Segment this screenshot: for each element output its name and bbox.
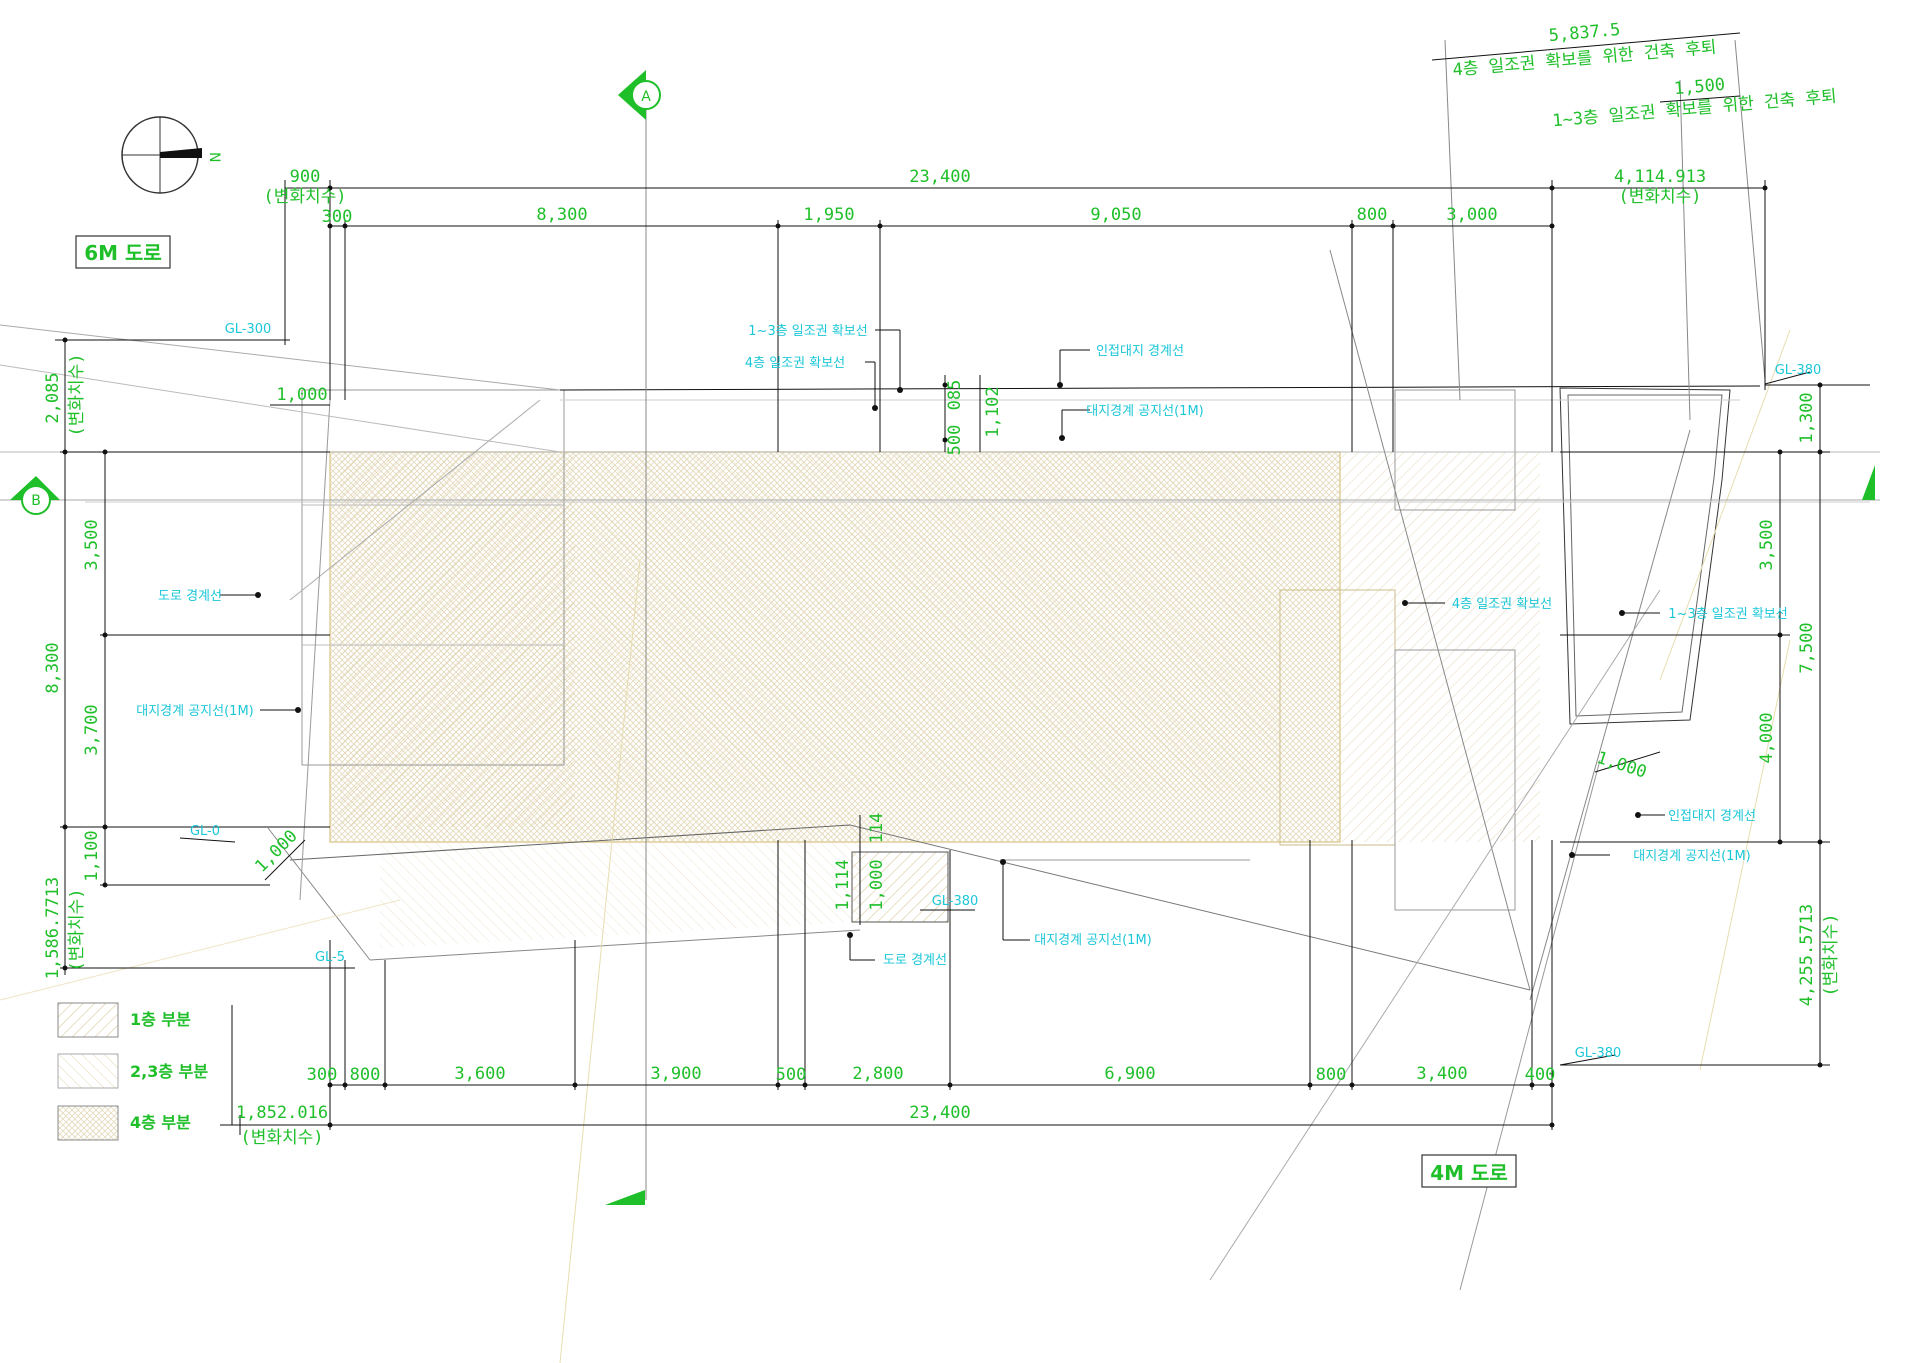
dim-top-seg-2: 1,950	[803, 205, 854, 225]
note-top-2: 4층 일조권 확보선	[745, 356, 845, 371]
dim-114: 114	[867, 813, 887, 844]
leader-notes: 1~3층 일조권 확보선 4층 일조권 확보선 인접대지 경계선 대지경계 공지…	[136, 324, 1787, 968]
dim-left-1586-note: (변화치수)	[67, 888, 87, 971]
dim-bottom-seg-6: 6,900	[1104, 1064, 1155, 1084]
note-right-3: 인접대지 경계선	[1668, 809, 1756, 824]
top-setback-notes: 5,837.5 4층 일조권 확보를 위한 건축 후퇴 1,500 1~3층 일…	[1431, 20, 1837, 131]
building-footprint	[301, 387, 1731, 948]
dim-right-1300: 1,300	[1797, 392, 1817, 443]
dim-right-3500: 3,500	[1757, 519, 1777, 570]
dim-top-left-offset: 900	[290, 167, 321, 187]
dim-top-left-offset-note: (변화치수)	[263, 187, 346, 207]
note-top-4: 대지경계 공지선(1M)	[1086, 404, 1203, 419]
right-dimensions: 1,300 7,500 3,500 4,000 4,255.5713 (변화치수…	[1560, 382, 1870, 1068]
level-gl-left-low: GL-5	[315, 950, 345, 965]
setback-4f-note: 4층 일조권 확보를 위한 건축 후퇴	[1452, 38, 1717, 81]
section-marks: A B	[0, 70, 1880, 1205]
dim-bottom-seg-4: 500	[776, 1065, 807, 1085]
dim-5837: 5,837.5	[1548, 20, 1621, 46]
note-bottom-1: 대지경계 공지선(1M)	[1034, 933, 1151, 948]
level-gl-stair: GL-380	[932, 894, 979, 909]
dim-left-3700: 3,700	[82, 704, 102, 755]
dim-top-seg-3: 9,050	[1090, 205, 1141, 225]
dim-left-2085: 2,085	[43, 372, 63, 423]
level-gl-bottom-right: GL-380	[1575, 1046, 1622, 1061]
legend: 1층 부분 2,3층 부분 4층 부분	[57, 1002, 240, 1141]
dim-right-4255-note: (변화치수)	[1821, 913, 1841, 996]
note-left-2: 대지경계 공지선(1M)	[136, 704, 253, 719]
legend-item-4f: 4층 부분	[57, 1105, 191, 1141]
dim-left-1586: 1,586.7713	[43, 877, 63, 979]
dim-top-seg-1: 8,300	[536, 205, 587, 225]
dim-1114: 1,114	[833, 859, 853, 910]
note-top-3: 인접대지 경계선	[1096, 344, 1184, 359]
dim-top-seg-0: 300	[322, 207, 353, 227]
road-label-bottom-right: 4M 도로	[1421, 1154, 1517, 1188]
note-right-1: 4층 일조권 확보선	[1452, 597, 1552, 612]
dim-bottom-seg-0: 300	[307, 1065, 338, 1085]
dim-bottom-seg-9: 400	[1525, 1065, 1556, 1085]
dim-right-7500: 7,500	[1797, 622, 1817, 673]
top-dimensions: 23,400 900 (변화치수) 4,114.913 (변화치수) 300 8…	[263, 167, 1768, 452]
note-top-1: 1~3층 일조권 확보선	[748, 324, 867, 339]
dim-1500: 1,500	[1673, 75, 1726, 99]
dim-bottom-seg-8: 3,400	[1416, 1064, 1467, 1084]
section-mark-left: B	[31, 493, 41, 509]
svg-text:6M 도로: 6M 도로	[84, 241, 162, 265]
legend-label-2-3f: 2,3층 부분	[130, 1062, 208, 1081]
dim-left-1100: 1,100	[82, 830, 102, 881]
level-gl-left-mid: GL-0	[190, 824, 220, 839]
legend-item-2-3f: 2,3층 부분	[57, 1053, 208, 1089]
dim-bottom-seg-5: 2,800	[852, 1064, 903, 1084]
dim-left-2085-note: (변화치수)	[67, 353, 87, 436]
dim-bottom-left-offset-note: (변화치수)	[240, 1128, 323, 1148]
note-left-1: 도로 경계선	[158, 589, 222, 604]
dim-top-seg-4: 800	[1357, 205, 1388, 225]
note-bottom-2: 도로 경계선	[883, 953, 947, 968]
dim-085: 085	[945, 380, 965, 411]
dim-right-4000: 4,000	[1757, 712, 1777, 763]
legend-label-4f: 4층 부분	[130, 1113, 191, 1132]
dim-left-3500: 3,500	[82, 519, 102, 570]
dim-bottom-overall: 23,400	[909, 1103, 970, 1123]
dim-bottom-seg-3: 3,900	[650, 1064, 701, 1084]
note-right-4: 대지경계 공지선(1M)	[1633, 849, 1750, 864]
bottom-dimensions: 300 800 3,600 3,900 500 2,800 6,900 800 …	[236, 840, 1555, 1148]
dim-1000-right: 1,000	[1594, 748, 1649, 783]
level-gl-top-left: GL-300	[225, 322, 272, 337]
dim-top-overall: 23,400	[909, 167, 970, 187]
dim-1000-stair: 1,000	[867, 859, 887, 910]
dim-top-right-offset-note: (변화치수)	[1618, 187, 1701, 207]
dim-bottom-seg-7: 800	[1316, 1065, 1347, 1085]
left-dimensions: 2,085 (변화치수) 8,300 3,500 3,700 1,100 1,5…	[43, 337, 355, 979]
dim-top-seg-5: 3,000	[1446, 205, 1497, 225]
dim-500: 500	[945, 425, 965, 456]
dim-bottom-seg-2: 3,600	[454, 1064, 505, 1084]
note-right-2: 1~3층 일조권 확보선	[1668, 607, 1787, 622]
dim-1000-top: 1,000	[276, 385, 327, 405]
legend-item-1f: 1층 부분	[57, 1002, 191, 1038]
level-marks: GL-300 GL-380 GL-0 GL-5 GL-380 GL-380	[179, 322, 1822, 1066]
section-mark-top: A	[641, 89, 651, 105]
level-gl-top-right: GL-380	[1775, 363, 1822, 378]
dim-left-8300: 8,300	[43, 642, 63, 693]
dim-right-4255: 4,255.5713	[1797, 904, 1817, 1006]
legend-label-1f: 1층 부분	[130, 1010, 191, 1029]
dim-bottom-left-offset: 1,852.016	[236, 1103, 328, 1123]
dim-bottom-seg-1: 800	[350, 1065, 381, 1085]
svg-text:4M 도로: 4M 도로	[1430, 1161, 1508, 1185]
north-arrow-icon: N	[121, 116, 222, 194]
dim-1102: 1,102	[983, 386, 1003, 437]
road-label-top-left: 6M 도로	[75, 235, 171, 269]
north-label: N	[206, 152, 222, 162]
dim-top-right-offset: 4,114.913	[1614, 167, 1706, 187]
